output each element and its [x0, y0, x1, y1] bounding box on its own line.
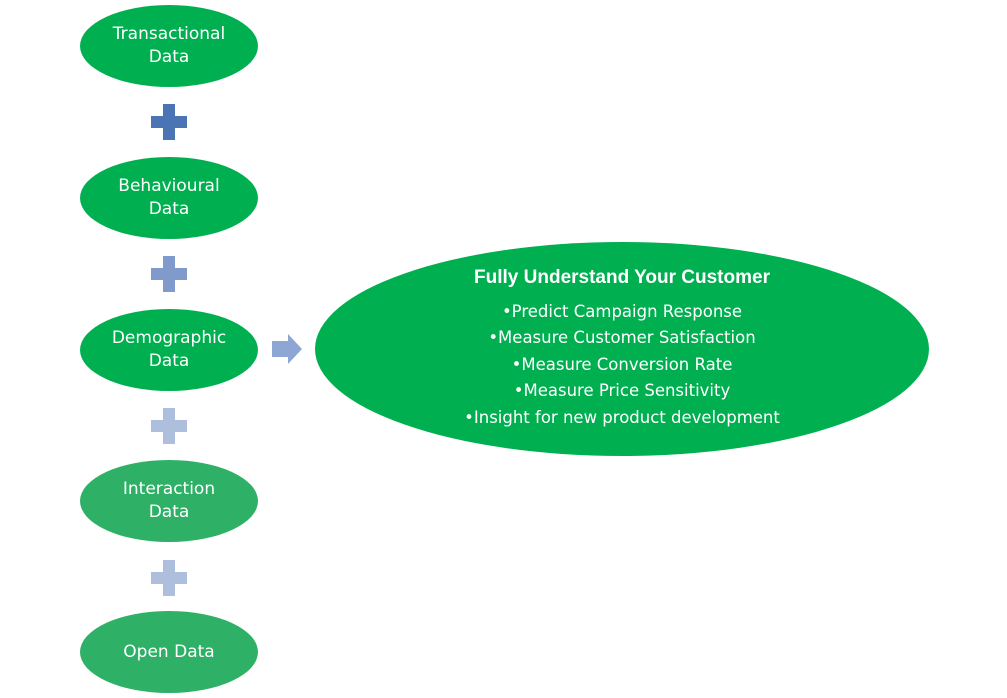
open-data-node: Open Data [80, 611, 258, 693]
behavioural-data-node: Behavioural Data [80, 157, 258, 239]
node-label: Demographic Data [111, 328, 227, 371]
demographic-data-node: Demographic Data [80, 309, 258, 391]
plus-icon [151, 256, 187, 292]
plus-icon [151, 408, 187, 444]
plus-icon [151, 560, 187, 596]
list-item: •Measure Conversion Rate [511, 354, 733, 374]
outcome-list: •Predict Campaign Response •Measure Cust… [464, 299, 780, 432]
node-label: Interaction Data [122, 479, 216, 522]
interaction-data-node: Interaction Data [80, 460, 258, 542]
node-label: Transactional Data [112, 24, 226, 67]
customer-understanding-ellipse: Fully Understand Your Customer •Predict … [315, 242, 929, 456]
list-item: •Measure Price Sensitivity [513, 381, 731, 401]
transactional-data-node: Transactional Data [80, 5, 258, 87]
list-item: •Measure Customer Satisfaction [488, 328, 756, 348]
list-item: •Predict Campaign Response [501, 301, 743, 321]
node-label: Behavioural Data [118, 176, 220, 219]
node-label: Open Data [123, 641, 215, 662]
plus-icon [151, 104, 187, 140]
outcome-title: Fully Understand Your Customer [474, 266, 770, 288]
list-item: •Insight for new product development [464, 407, 780, 427]
right-arrow-icon [272, 334, 302, 364]
